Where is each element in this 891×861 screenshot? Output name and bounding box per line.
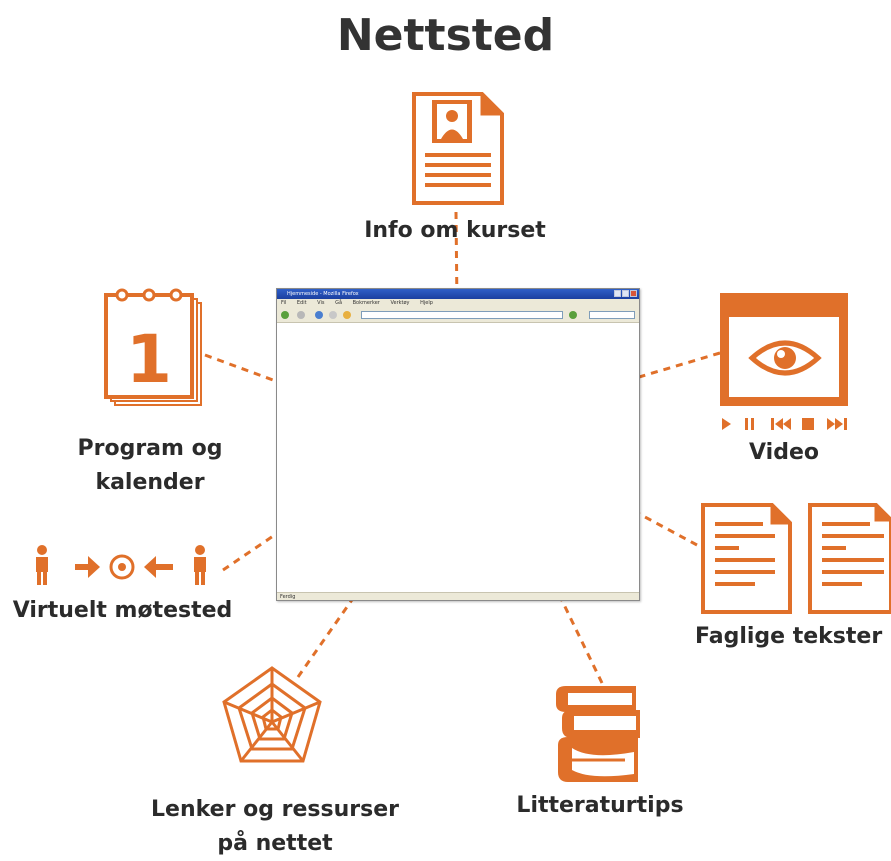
label-faglige: Faglige tekster: [695, 624, 883, 649]
calendar-icon: 1: [104, 288, 202, 406]
label-program-line1: Program og: [77, 436, 223, 461]
label-info: Info om kurset: [364, 218, 546, 243]
browser-title: Hjemmeside - Mozilla Firefox: [287, 291, 359, 297]
calendar-number: 1: [126, 321, 172, 398]
books-icon: [556, 686, 640, 782]
stop-icon[interactable]: [329, 311, 337, 319]
menu-item[interactable]: Hjelp: [420, 300, 433, 306]
browser-window: Hjemmeside - Mozilla Firefox Fil Edit Vi…: [276, 288, 640, 601]
go-icon[interactable]: [569, 311, 577, 319]
menu-item[interactable]: Fil: [281, 300, 287, 306]
maximize-button[interactable]: [622, 290, 629, 297]
label-program-line2: kalender: [95, 470, 205, 495]
menu-item[interactable]: Vis: [317, 300, 325, 306]
label-video: Video: [749, 440, 819, 465]
browser-statusbar: Ferdig: [277, 592, 639, 600]
label-lenker-line1: Lenker og ressurser: [151, 797, 399, 822]
menu-item[interactable]: Edit: [296, 300, 307, 306]
label-litteratur: Litteraturtips: [516, 793, 684, 818]
label-program: Program og kalender: [40, 432, 260, 500]
browser-toolbar: [277, 308, 639, 323]
label-virtuelt: Virtuelt møtested: [12, 598, 233, 623]
back-icon[interactable]: [281, 311, 289, 319]
page-title: Nettsted: [336, 10, 555, 61]
documents-icon: [701, 503, 891, 614]
status-text: Ferdig: [280, 594, 296, 600]
meeting-people-icon: [36, 545, 206, 585]
reload-icon[interactable]: [315, 311, 323, 319]
home-icon[interactable]: [343, 311, 351, 319]
menu-item[interactable]: Verktøy: [390, 300, 410, 306]
spider-web-icon: [222, 666, 322, 763]
menu-item[interactable]: Gå: [335, 300, 343, 306]
address-bar[interactable]: [361, 311, 563, 319]
label-lenker-line2: på nettet: [217, 831, 333, 856]
label-lenker: Lenker og ressurser på nettet: [140, 793, 410, 861]
browser-titlebar: Hjemmeside - Mozilla Firefox: [277, 289, 639, 299]
close-button[interactable]: [630, 290, 637, 297]
document-with-picture-icon: [412, 92, 504, 205]
minimize-button[interactable]: [614, 290, 621, 297]
browser-menubar: Fil Edit Vis Gå Bokmerker Verktøy Hjelp: [277, 299, 639, 308]
video-player-icon: [720, 293, 848, 430]
forward-icon[interactable]: [297, 311, 305, 319]
search-input[interactable]: [589, 311, 635, 319]
menu-item[interactable]: Bokmerker: [352, 300, 380, 306]
